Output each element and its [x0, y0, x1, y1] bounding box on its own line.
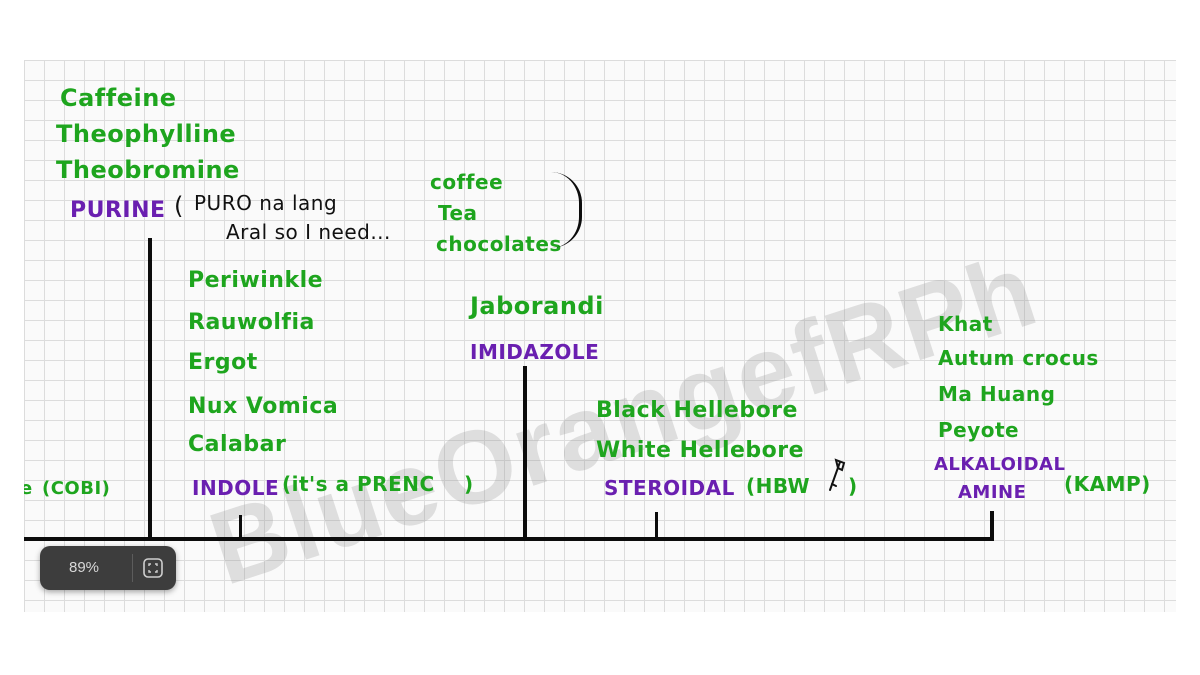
indole-note-close: ) — [464, 472, 474, 496]
imidazole-example: Jaborandi — [470, 292, 604, 320]
steroidal-label: STEROIDAL — [604, 476, 735, 500]
hand-pointer-icon — [829, 458, 846, 491]
indole-example-2: Rauwolfia — [188, 310, 315, 335]
steroidal-example-1: Black Hellebore — [596, 398, 798, 423]
alkaloidal-amine-tick — [990, 511, 994, 539]
indole-example-1: Periwinkle — [188, 268, 324, 293]
amine-example-2: Autum crocus — [938, 346, 1099, 370]
cutoff-fragment: e — [24, 478, 33, 499]
timeline-axis — [24, 537, 994, 541]
purine-example-1: Caffeine — [60, 84, 177, 112]
indole-label: INDOLE — [192, 476, 280, 500]
amine-label-line2: AMINE — [958, 482, 1027, 503]
purine-example-2: Theophylline — [56, 120, 237, 148]
amine-label-line1: ALKALOIDAL — [934, 454, 1066, 475]
steroidal-tick — [655, 512, 658, 539]
indole-example-4: Nux Vomica — [188, 394, 339, 419]
fit-screen-icon[interactable] — [142, 557, 164, 579]
notes-canvas[interactable]: BlueOrangefRPh (COBI) e Caffeine Theophy… — [24, 60, 1176, 612]
purine-label: PURINE — [70, 198, 166, 223]
purine-source-3: chocolates — [436, 232, 562, 256]
zoom-level[interactable]: 89% — [68, 559, 100, 576]
imidazole-stem — [523, 366, 527, 540]
purine-source-2: Tea — [438, 201, 478, 225]
indole-example-5: Calabar — [188, 432, 287, 457]
purine-source-1: coffee — [430, 170, 504, 194]
amine-example-3: Ma Huang — [938, 382, 1056, 406]
purine-mnemonic-line2: Aral so I need... — [226, 220, 391, 244]
amine-example-4: Peyote — [938, 418, 1020, 442]
steroidal-note-close: ) — [848, 474, 858, 498]
amine-note: (KAMP) — [1064, 472, 1151, 496]
indole-example-3: Ergot — [188, 350, 258, 375]
imidazole-label: IMIDAZOLE — [470, 340, 600, 364]
steroidal-example-2: White Hellebore — [596, 438, 805, 463]
purine-example-3: Theobromine — [56, 156, 240, 184]
steroidal-note: (HBW — [746, 474, 811, 498]
purine-mnemonic-paren: ( — [174, 192, 184, 220]
indole-note: (it's a PRENC — [282, 472, 435, 496]
amine-example-1: Khat — [938, 312, 993, 336]
zoom-control: 89% — [40, 546, 176, 590]
sources-bracket — [551, 172, 582, 248]
zoom-divider — [132, 554, 133, 582]
cutoff-label: (COBI) — [42, 478, 111, 499]
indole-tick — [239, 515, 242, 539]
purine-mnemonic-line1: PURO na lang — [194, 191, 338, 215]
purine-stem — [148, 238, 152, 540]
